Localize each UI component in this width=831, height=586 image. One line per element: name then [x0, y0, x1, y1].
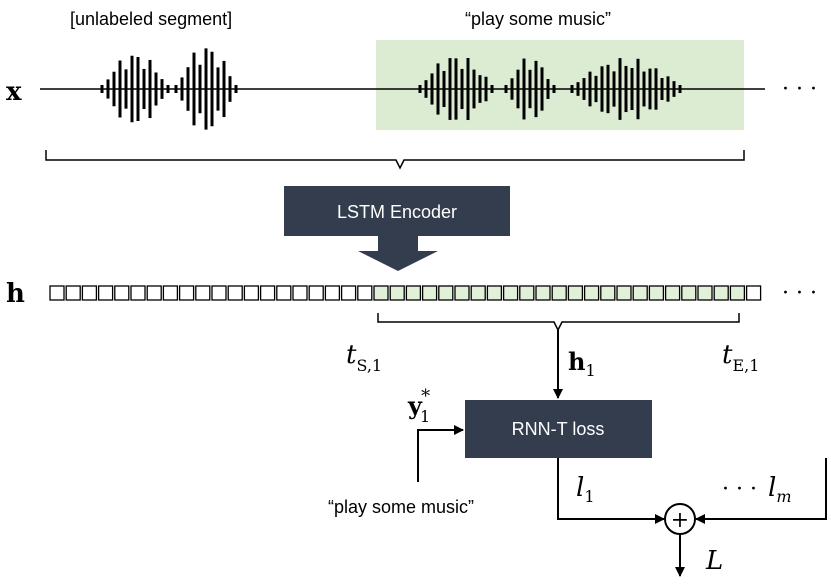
labeled-hidden-cell	[454, 285, 470, 301]
labeled-hidden-cell	[632, 285, 648, 301]
hidden-cell	[292, 285, 308, 301]
labeled-hidden-cell	[486, 285, 503, 301]
end-time-label: tE,1	[722, 340, 759, 375]
labeled-hidden-cell	[648, 285, 665, 301]
hidden-cell	[162, 285, 179, 301]
hidden-state-cells	[49, 285, 762, 301]
labeled-hidden-cell	[405, 285, 422, 301]
labeled-hidden-cell	[421, 285, 438, 301]
hidden-cell	[97, 285, 114, 301]
target-transcript-label: “play some music”	[328, 497, 474, 517]
h1-label: h1	[568, 347, 596, 380]
h-variable: h	[6, 279, 25, 309]
segment-brace	[377, 313, 740, 332]
labeled-hidden-cell	[681, 285, 697, 301]
lstm-encoder-label: LSTM Encoder	[337, 202, 457, 222]
h-ellipsis: · · ·	[782, 281, 817, 306]
labeled-hidden-cell	[567, 285, 584, 301]
labeled-hidden-cell	[551, 285, 567, 301]
hidden-cell	[130, 285, 146, 301]
lm-ellipsis: · · ·	[722, 477, 757, 502]
hidden-cell	[227, 285, 243, 301]
hidden-cell	[243, 285, 260, 301]
rnnt-loss-box: RNN-T loss	[465, 400, 652, 458]
hidden-cell	[259, 285, 276, 301]
hidden-cell	[308, 285, 324, 301]
labeled-hidden-cell	[616, 285, 632, 301]
hidden-cell	[146, 285, 162, 301]
labeled-hidden-cell	[664, 285, 681, 301]
x-ellipsis: · · ·	[782, 77, 817, 102]
labeled-hidden-cell	[389, 285, 405, 301]
y1-star-label: y1*	[407, 386, 430, 426]
hidden-cell	[340, 285, 357, 301]
hidden-cell	[276, 285, 292, 301]
lm-path	[695, 458, 827, 524]
input-brace	[45, 150, 745, 170]
hidden-cell	[49, 285, 65, 301]
labeled-hidden-cell	[502, 285, 519, 301]
l1-path	[557, 458, 665, 524]
hidden-cell	[324, 285, 341, 301]
hidden-cell	[195, 285, 211, 301]
hidden-cell	[178, 285, 195, 301]
hidden-cell	[211, 285, 227, 301]
labeled-hidden-cell	[583, 285, 600, 301]
rnnt-loss-label: RNN-T loss	[512, 419, 605, 439]
labeled-segment-label: “play some music”	[465, 9, 611, 29]
labeled-hidden-cell	[438, 285, 454, 301]
labeled-hidden-cell	[697, 285, 713, 301]
hidden-cell	[114, 285, 130, 301]
encoder-output-arrow	[358, 236, 438, 271]
x-variable: x	[6, 77, 22, 107]
labeled-hidden-cell	[600, 285, 616, 301]
unlabeled-segment-label: [unlabeled segment]	[70, 9, 232, 29]
lstm-encoder-box: LSTM Encoder	[284, 186, 510, 236]
labeled-hidden-cell	[519, 285, 535, 301]
waveforms	[100, 48, 682, 130]
start-time-label: tS,1	[346, 340, 382, 375]
hidden-cell	[357, 285, 373, 301]
labeled-hidden-cell	[373, 285, 389, 301]
target-arrow	[417, 425, 464, 482]
lm-label: lm	[768, 473, 792, 506]
labeled-hidden-cell	[729, 285, 746, 301]
labeled-hidden-cell	[713, 285, 729, 301]
labeled-hidden-cell	[470, 285, 486, 301]
plus-symbol: +	[671, 508, 689, 533]
hidden-cell	[81, 285, 98, 301]
hidden-cell	[745, 285, 762, 301]
l1-label: l1	[576, 473, 595, 506]
hidden-cell	[65, 285, 81, 301]
labeled-hidden-cell	[535, 285, 551, 301]
sum-node: +	[664, 503, 696, 535]
total-loss-label: L	[705, 546, 723, 576]
